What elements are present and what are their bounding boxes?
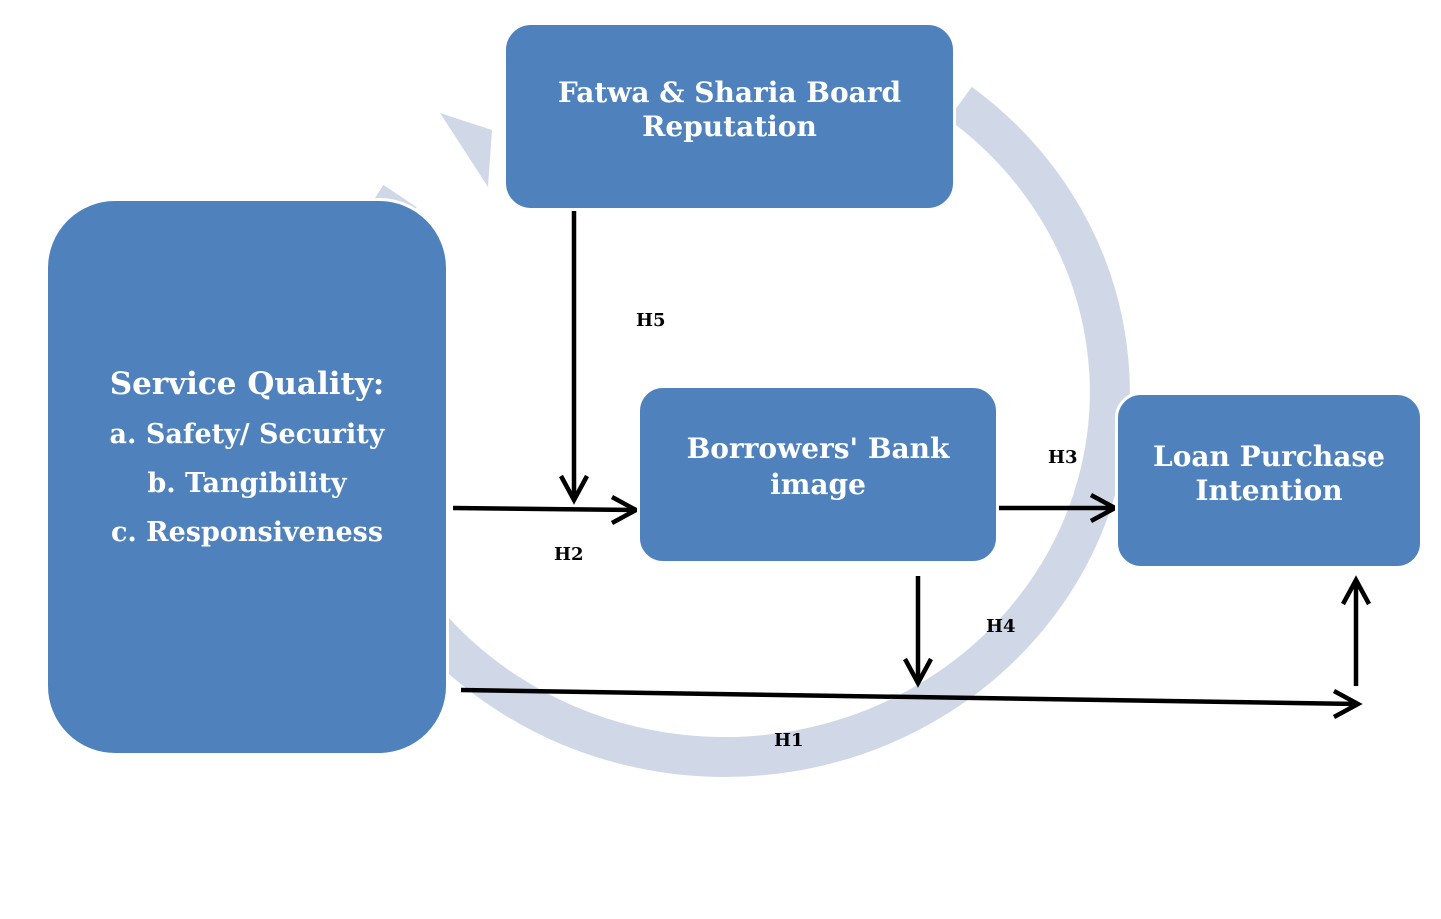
loan-purchase-intention-box: Loan Purchase Intention <box>1115 392 1423 569</box>
service-quality-title: Service Quality: <box>109 365 385 402</box>
loan-box-line2: Intention <box>1195 473 1343 507</box>
arrowhead-h5 <box>559 474 589 505</box>
service-quality-item-tangibility: b. Tangibility <box>147 467 347 499</box>
arrowhead-h2 <box>610 495 641 525</box>
service-quality-item-safety: a. Safety/ Security <box>109 418 385 450</box>
borrowers-box-line2: image <box>770 467 866 501</box>
loan-box-line1: Loan Purchase <box>1153 439 1385 473</box>
arrowheads <box>559 474 1371 719</box>
arrow-h1 <box>460 687 1359 707</box>
arrowhead-h1 <box>1332 689 1363 719</box>
fatwa-sharia-board-box: Fatwa & Sharia Board Reputation <box>503 22 956 211</box>
arrowhead-h4 <box>903 657 933 688</box>
service-quality-item-responsiveness: c. Responsiveness <box>110 516 384 548</box>
hypothesis-label-h2: H2 <box>554 544 584 565</box>
arrow-h2 <box>452 505 637 513</box>
service-quality-box: Service Quality: a. Safety/ Security b. … <box>45 198 449 756</box>
hypothesis-label-h4: H4 <box>986 616 1016 637</box>
cycle-ring-arrowhead <box>440 113 492 187</box>
arrows <box>452 211 1359 707</box>
fatwa-box-line2: Reputation <box>642 109 817 143</box>
arrowhead-h1-up <box>1341 575 1371 606</box>
hypothesis-label-h1: H1 <box>774 730 804 751</box>
fatwa-box-line1: Fatwa & Sharia Board <box>557 75 902 109</box>
hypothesis-label-h5: H5 <box>636 310 666 331</box>
borrowers-bank-image-box: Borrowers' Bank image <box>637 385 999 564</box>
borrowers-box-line1: Borrowers' Bank <box>686 431 950 465</box>
hypothesis-label-h3: H3 <box>1048 447 1078 468</box>
